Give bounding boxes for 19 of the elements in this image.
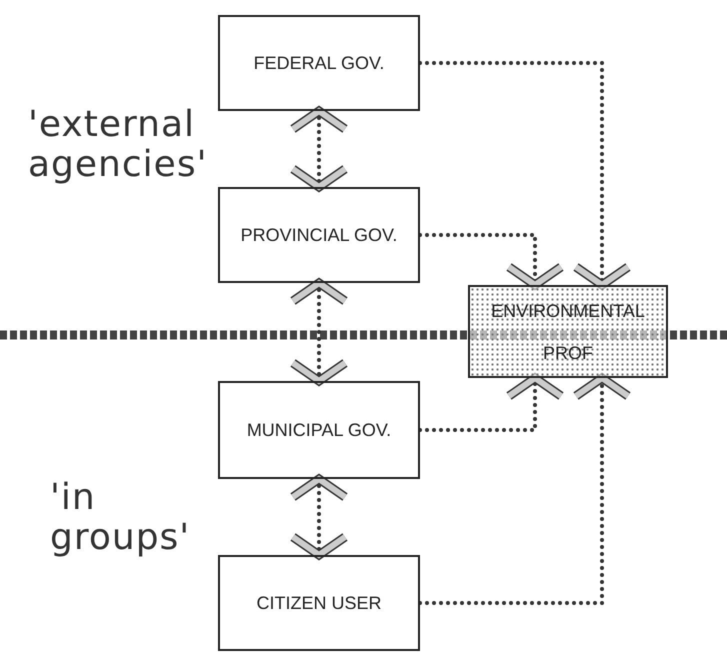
box-label: MUNICIPAL GOV. <box>246 419 392 442</box>
dotted-arrow <box>288 474 350 560</box>
dotted-arrow <box>418 374 566 432</box>
process-box <box>218 15 420 111</box>
dotted-arrow <box>288 106 350 192</box>
dotted-arrow <box>418 233 566 290</box>
dotted-arrow <box>288 278 350 386</box>
box-label: CITIZEN USER <box>256 592 382 615</box>
group-label: 'external agencies' <box>28 105 203 185</box>
process-box <box>218 381 420 479</box>
group-label: 'in groups' <box>50 478 192 558</box>
process-box <box>218 555 420 651</box>
dotted-arrow <box>418 374 632 605</box>
process-box <box>218 187 420 283</box>
box-label: PROVINCIAL GOV. <box>240 224 398 247</box>
shaded-box <box>468 285 668 378</box>
dotted-arrow <box>418 61 632 290</box>
box-label: ENVIRONMENTAL PROF <box>490 300 646 364</box>
box-label: FEDERAL GOV. <box>254 52 384 75</box>
